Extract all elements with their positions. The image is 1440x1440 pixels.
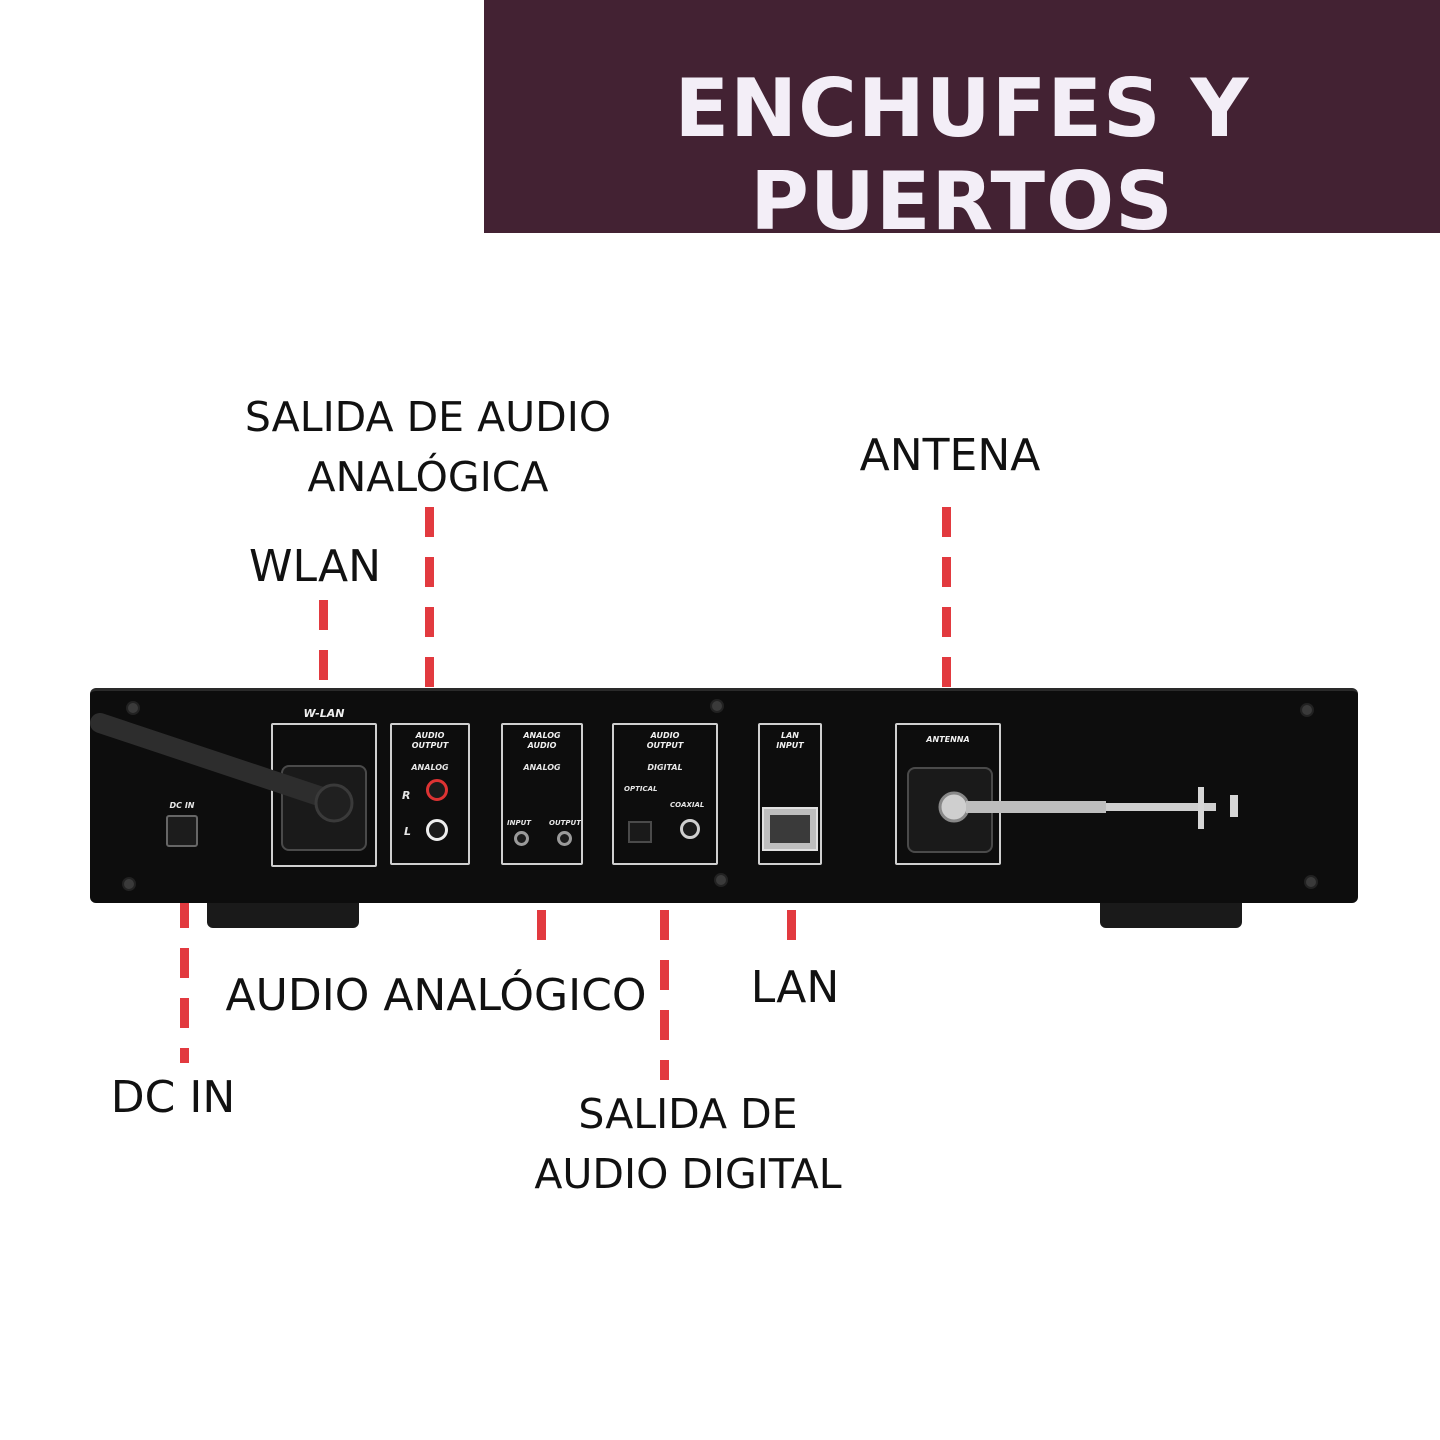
optical-text: OPTICAL <box>624 785 658 793</box>
digital-output-title: AUDIO OUTPUT <box>646 731 684 750</box>
digital-audio-output-panel: AUDIO OUTPUT DIGITAL OPTICAL COAXIAL <box>612 723 718 865</box>
telescopic-antenna-icon <box>938 787 1238 829</box>
optical-port <box>628 821 652 843</box>
leader-line-analog-audio <box>537 860 546 955</box>
audio-output-title: AUDIO OUTPUT <box>411 731 449 750</box>
screw <box>126 701 140 715</box>
title-banner: ENCHUFES Y PUERTOS <box>484 0 1440 248</box>
leader-line-wlan <box>319 600 328 695</box>
screw <box>1300 703 1314 717</box>
page-title: ENCHUFES Y PUERTOS <box>674 62 1250 248</box>
leader-line-dc-in <box>180 848 189 1063</box>
analog-output-jack <box>557 831 572 846</box>
rca-right-jack <box>426 779 448 801</box>
label-analog-audio: AUDIO ANALÓGICO <box>225 970 647 1021</box>
screw <box>714 873 728 887</box>
audio-output-analog-panel: AUDIO OUTPUT ANALOG R L <box>390 723 470 865</box>
coaxial-text: COAXIAL <box>670 801 705 809</box>
label-lan: LAN <box>750 962 840 1013</box>
analog-audio-panel: ANALOG AUDIO ANALOG INPUT OUTPUT <box>501 723 583 865</box>
coaxial-jack <box>680 819 700 839</box>
screw <box>122 877 136 891</box>
device-rear-panel: DC IN W-LAN AUDIO OUTPUT ANALOG R L ANAL… <box>90 688 1358 903</box>
device-foot-right <box>1100 898 1242 928</box>
lan-input-panel: LAN INPUT <box>758 723 822 865</box>
label-wlan: WLAN <box>248 541 382 592</box>
leader-line-lan <box>787 860 796 955</box>
lan-input-title: LAN INPUT <box>776 731 804 750</box>
leader-line-analog-output <box>425 507 434 722</box>
wlan-panel-title: W-LAN <box>303 707 345 720</box>
dc-in-jack <box>166 815 198 847</box>
analog-text: ANALOG <box>411 763 449 772</box>
analog-audio-title: ANALOG AUDIO <box>523 731 561 750</box>
device-foot-left <box>207 898 359 928</box>
antenna-panel-title: ANTENNA <box>926 735 970 744</box>
label-analog-audio-output: SALIDA DE AUDIO ANALÓGICA <box>244 393 612 501</box>
screw <box>710 699 724 713</box>
digital-text: DIGITAL <box>647 763 683 772</box>
leader-line-digital-output <box>660 860 669 1080</box>
analog-text: ANALOG <box>523 763 561 772</box>
input-text: INPUT <box>507 819 532 827</box>
dc-in-text: DC IN <box>169 801 195 810</box>
label-antenna: ANTENA <box>859 430 1041 481</box>
leader-line-antenna <box>942 507 951 722</box>
channel-r-text: R <box>402 789 411 802</box>
screw <box>1304 875 1318 889</box>
rca-left-jack <box>426 819 448 841</box>
label-digital-audio-output: SALIDA DE AUDIO DIGITAL <box>534 1090 842 1198</box>
label-dc-in: DC IN <box>110 1072 236 1123</box>
output-text: OUTPUT <box>549 819 581 827</box>
analog-input-jack <box>514 831 529 846</box>
lan-port <box>762 807 818 851</box>
wlan-antenna-icon <box>90 713 354 823</box>
channel-l-text: L <box>404 825 412 838</box>
